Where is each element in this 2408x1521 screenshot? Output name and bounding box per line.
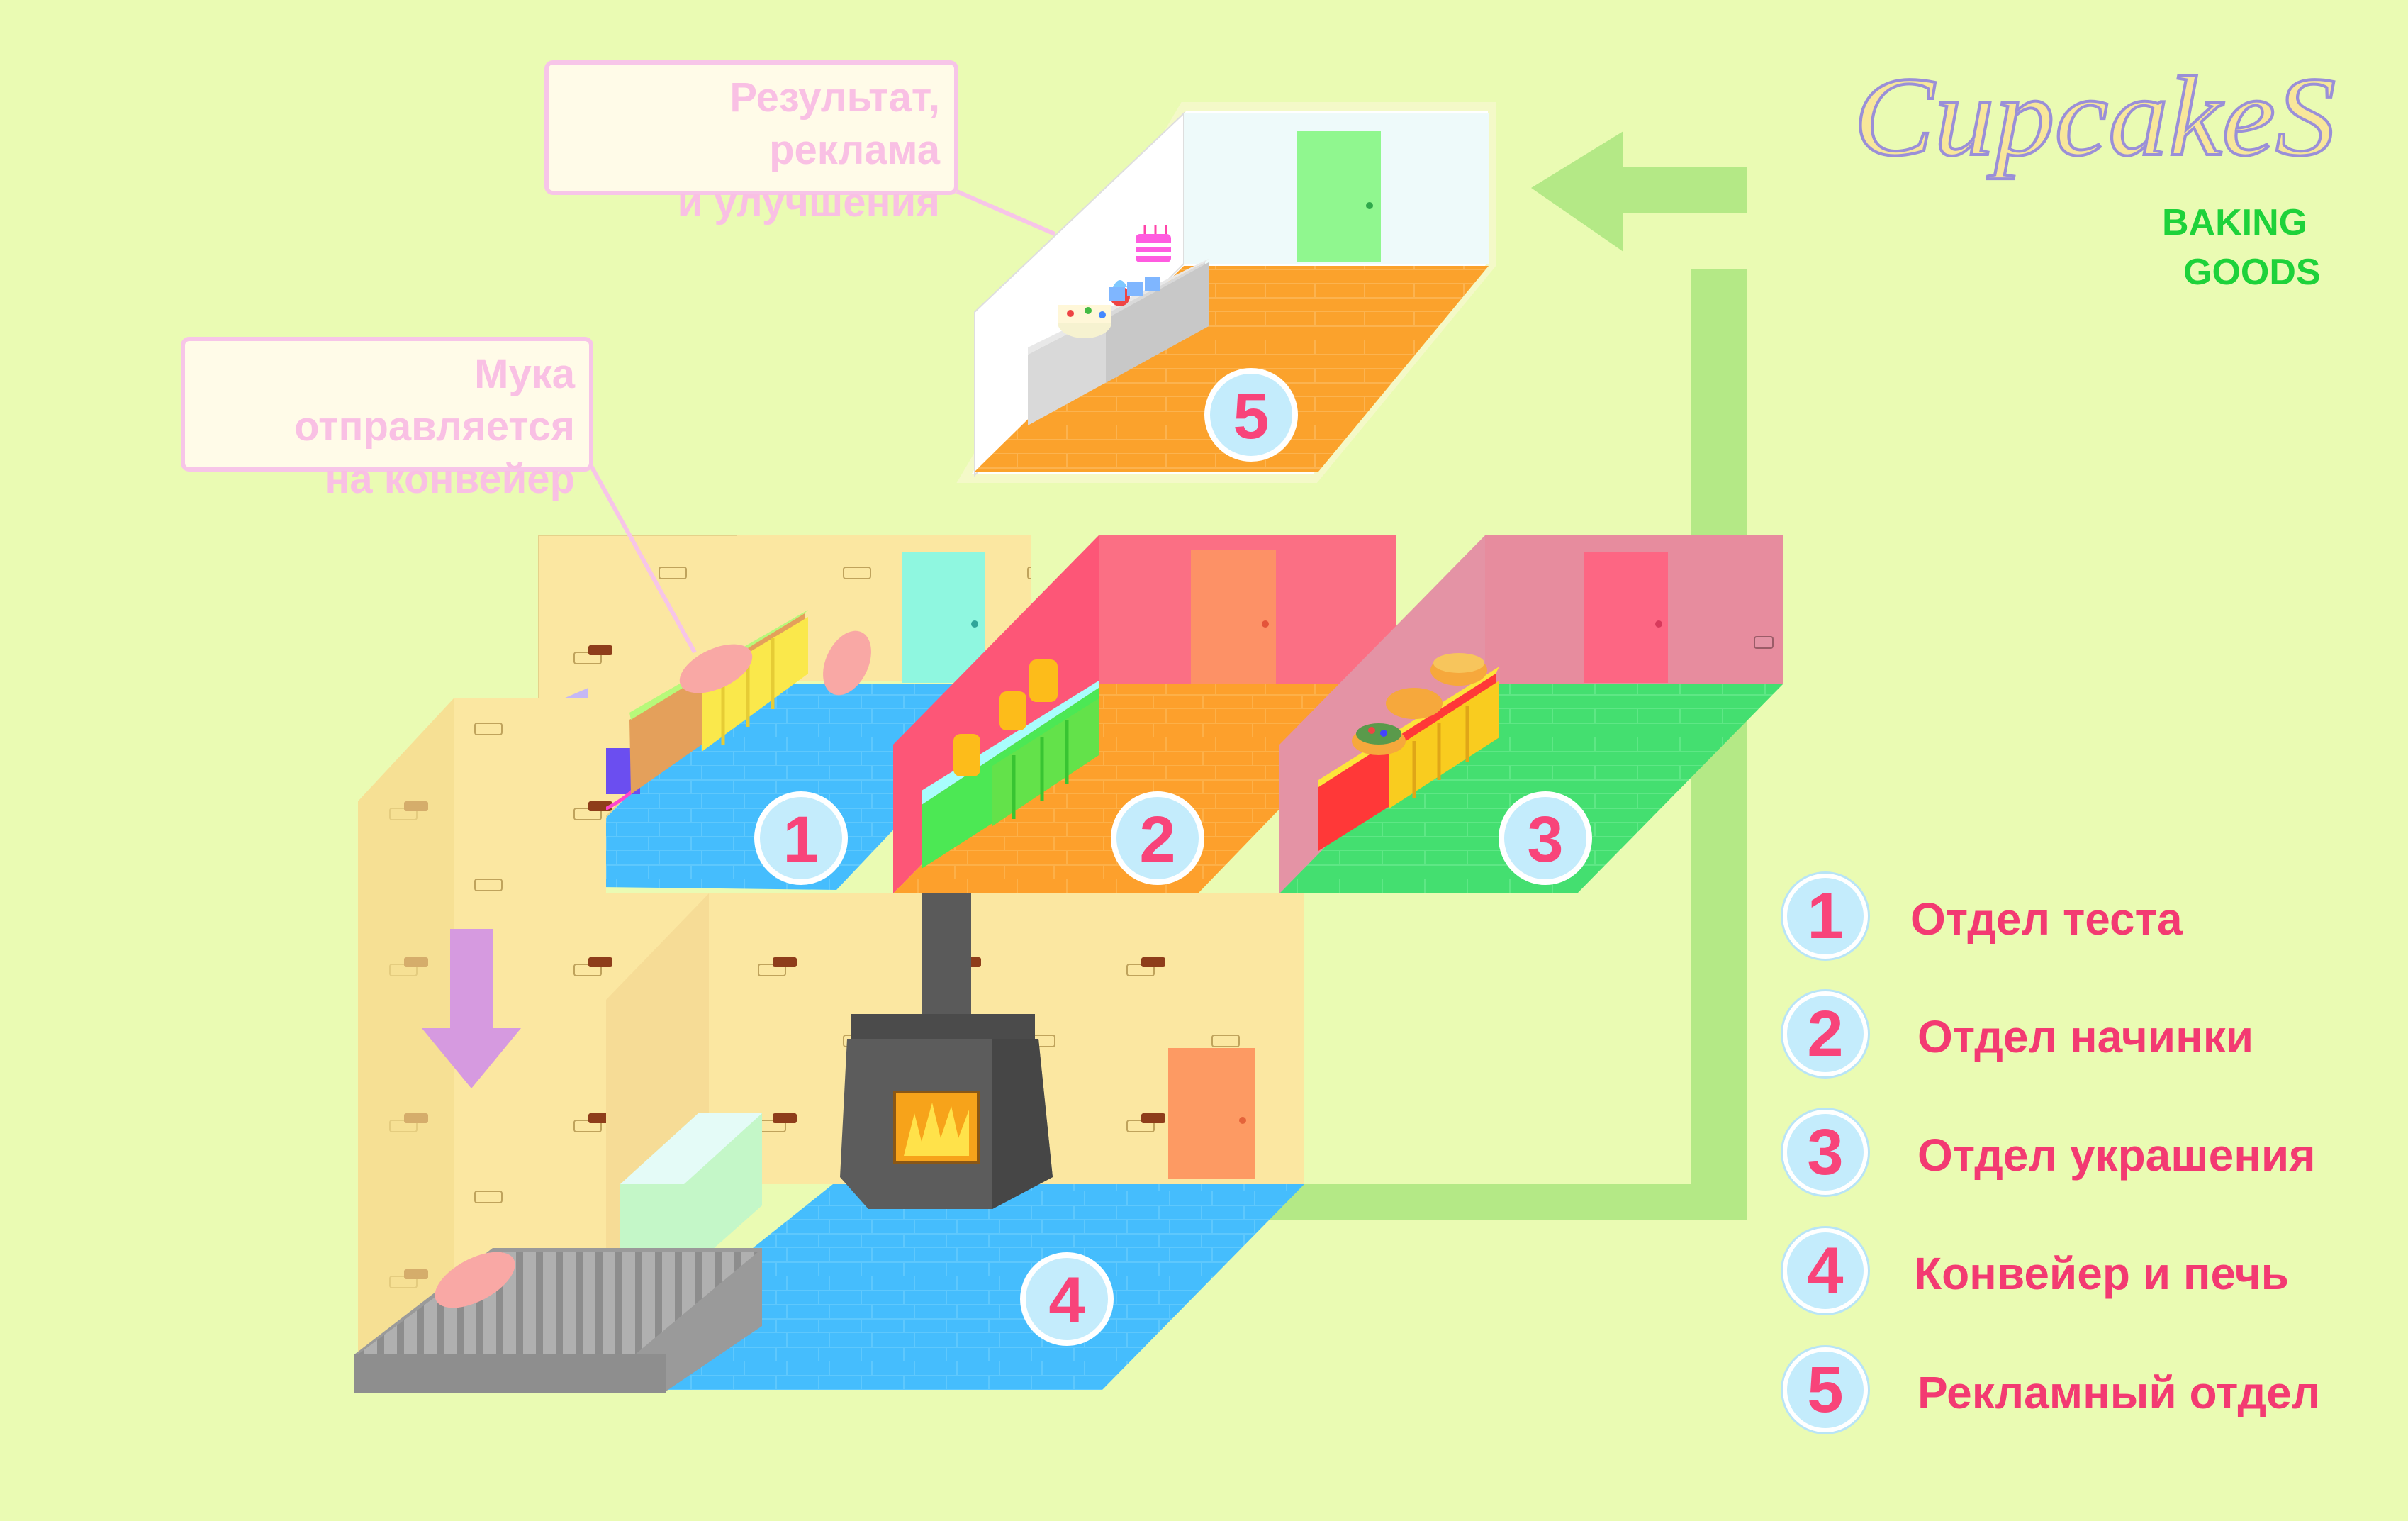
legend-number: 5 (1807, 1354, 1844, 1426)
brand-sub-goods: GOODS (2183, 252, 2321, 293)
room-number-5: 5 (1233, 380, 1269, 452)
legend-label: Отдел украшения (1917, 1130, 2316, 1181)
room-4 (354, 698, 1304, 1393)
room-5 (956, 102, 1496, 483)
legend-circle-icon (1783, 1347, 1868, 1432)
legend-label: Рекламный отдел (1917, 1367, 2321, 1418)
room-2 (893, 535, 1400, 893)
legend-item-5: 5 Рекламный отдел (1783, 1347, 2392, 1441)
callout-top-leader (956, 189, 1056, 236)
flow-arrow (1269, 131, 1747, 1220)
legend-circle-icon (1783, 874, 1868, 959)
brand-sub-baking: BAKING (2162, 202, 2308, 243)
legend-number: 4 (1807, 1235, 1844, 1307)
legend-circle-icon (1783, 1228, 1868, 1313)
callout-results-line1: Результат, реклама (729, 74, 940, 173)
callout-results-line2: и улучшения (677, 179, 940, 225)
room-number-2: 2 (1139, 803, 1175, 876)
callout-flour-line1: Мука отправляется (294, 351, 575, 450)
legend-item-2: 2 Отдел начинки (1783, 991, 2392, 1085)
room-number-3: 3 (1527, 803, 1563, 876)
legend-item-3: 3 Отдел украшения (1783, 1110, 2392, 1203)
room-number-4: 4 (1048, 1264, 1085, 1337)
legend-label: Конвейер и печь (1914, 1248, 2289, 1299)
legend-label: Отдел начинки (1917, 1011, 2254, 1062)
legend-number: 3 (1807, 1116, 1844, 1188)
legend-circle-icon (1783, 1110, 1868, 1195)
room-number-badges: 1 2 3 4 5 (754, 368, 1592, 1346)
room-3 (1279, 535, 1783, 893)
room-number-1: 1 (783, 803, 819, 876)
callout-flour: Мука отправляется на конвейер (181, 337, 593, 502)
brand-logo: CupcakeS (1852, 48, 2343, 190)
legend-number: 1 (1807, 880, 1844, 952)
callout-flour-leader (586, 459, 697, 654)
legend-number: 2 (1807, 998, 1844, 1070)
legend-circle-icon (1783, 991, 1868, 1076)
callout-results: Результат, реклама и улучшения (544, 60, 958, 225)
legend-label: Отдел теста (1910, 893, 2183, 945)
callout-flour-line2: на конвейер (325, 456, 575, 502)
legend-item-1: 1 Отдел теста (1783, 874, 2392, 967)
cupcakes-logo-icon: CupcakeS (1852, 52, 2337, 181)
logo-text: CupcakeS (1854, 53, 2336, 179)
legend-item-4: 4 Конвейер и печь (1783, 1228, 2392, 1322)
